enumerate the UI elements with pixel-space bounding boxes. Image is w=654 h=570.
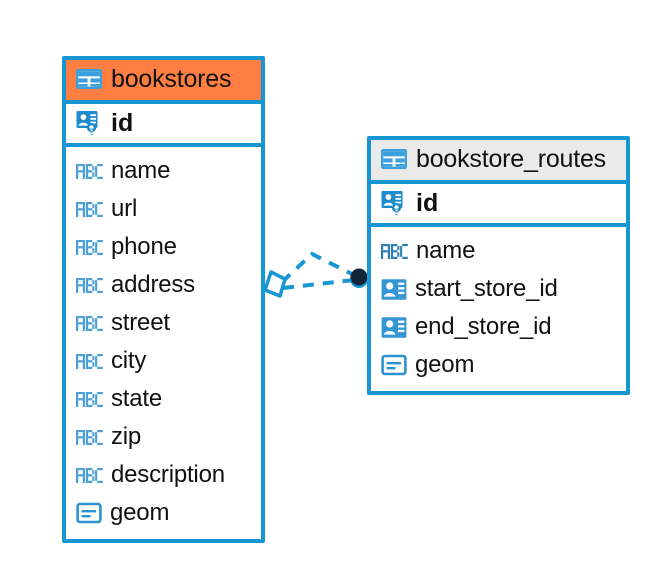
- abc-text-icon: [381, 243, 408, 259]
- abc-text-icon: [76, 353, 103, 369]
- field-label: name: [416, 237, 476, 265]
- primary-key-row[interactable]: id: [371, 184, 626, 227]
- abc-text-icon: [76, 315, 103, 331]
- table-icon: [380, 148, 408, 170]
- abc-text-icon: [76, 239, 103, 255]
- relationship-line-upper: [280, 251, 357, 284]
- field-label: street: [111, 309, 170, 337]
- primary-key-label: id: [111, 108, 134, 137]
- abc-text-icon: [76, 429, 103, 445]
- abc-text-icon: [76, 163, 103, 179]
- field-list: name u: [66, 147, 261, 539]
- field-label: end_store_id: [415, 313, 552, 341]
- filled-circle-marker-ring: [350, 270, 368, 288]
- primary-key-row[interactable]: id: [66, 104, 261, 147]
- entity-header-bookstore-routes[interactable]: bookstore_routes: [371, 140, 626, 184]
- field-row-end-store-id[interactable]: end_store_id: [371, 308, 626, 346]
- field-label: phone: [111, 233, 177, 261]
- entity-title: bookstores: [111, 65, 232, 93]
- field-row-zip[interactable]: zip: [66, 418, 261, 456]
- field-row-geom[interactable]: geom: [371, 346, 626, 384]
- geometry-icon: [76, 501, 102, 525]
- field-label: geom: [110, 499, 170, 527]
- field-row-phone[interactable]: phone: [66, 228, 261, 266]
- field-row-start-store-id[interactable]: start_store_id: [371, 270, 626, 308]
- diamond-marker: [263, 270, 287, 298]
- entity-title: bookstore_routes: [416, 145, 606, 173]
- foreign-key-icon: [381, 277, 407, 302]
- primary-key-label: id: [416, 188, 439, 217]
- field-label: geom: [415, 351, 475, 379]
- filled-circle-marker: [350, 268, 368, 286]
- field-list: name start_store_id: [371, 227, 626, 391]
- field-label: zip: [111, 423, 142, 451]
- field-row-geom[interactable]: geom: [66, 494, 261, 532]
- abc-text-icon: [76, 467, 103, 483]
- field-label: state: [111, 385, 163, 413]
- field-row-state[interactable]: state: [66, 380, 261, 418]
- field-row-name[interactable]: name: [66, 152, 261, 190]
- geometry-icon: [381, 353, 407, 377]
- field-label: name: [111, 157, 171, 185]
- relationship-line-lower: [282, 278, 355, 290]
- field-label: url: [111, 195, 138, 223]
- field-label: address: [111, 271, 195, 299]
- field-row-description[interactable]: description: [66, 456, 261, 494]
- primary-key-icon: [76, 110, 103, 136]
- entity-bookstores[interactable]: bookstores id: [62, 56, 265, 543]
- abc-text-icon: [76, 391, 103, 407]
- entity-header-bookstores[interactable]: bookstores: [66, 60, 261, 104]
- field-row-address[interactable]: address: [66, 266, 261, 304]
- field-row-url[interactable]: url: [66, 190, 261, 228]
- entity-bookstore-routes[interactable]: bookstore_routes id: [367, 136, 630, 395]
- field-row-name[interactable]: name: [371, 232, 626, 270]
- abc-text-icon: [76, 201, 103, 217]
- field-label: description: [111, 461, 225, 489]
- primary-key-icon: [381, 190, 408, 216]
- field-row-city[interactable]: city: [66, 342, 261, 380]
- foreign-key-icon: [381, 315, 407, 340]
- abc-text-icon: [76, 277, 103, 293]
- field-label: start_store_id: [415, 275, 558, 303]
- field-row-street[interactable]: street: [66, 304, 261, 342]
- table-icon: [75, 68, 103, 90]
- field-label: city: [111, 347, 147, 375]
